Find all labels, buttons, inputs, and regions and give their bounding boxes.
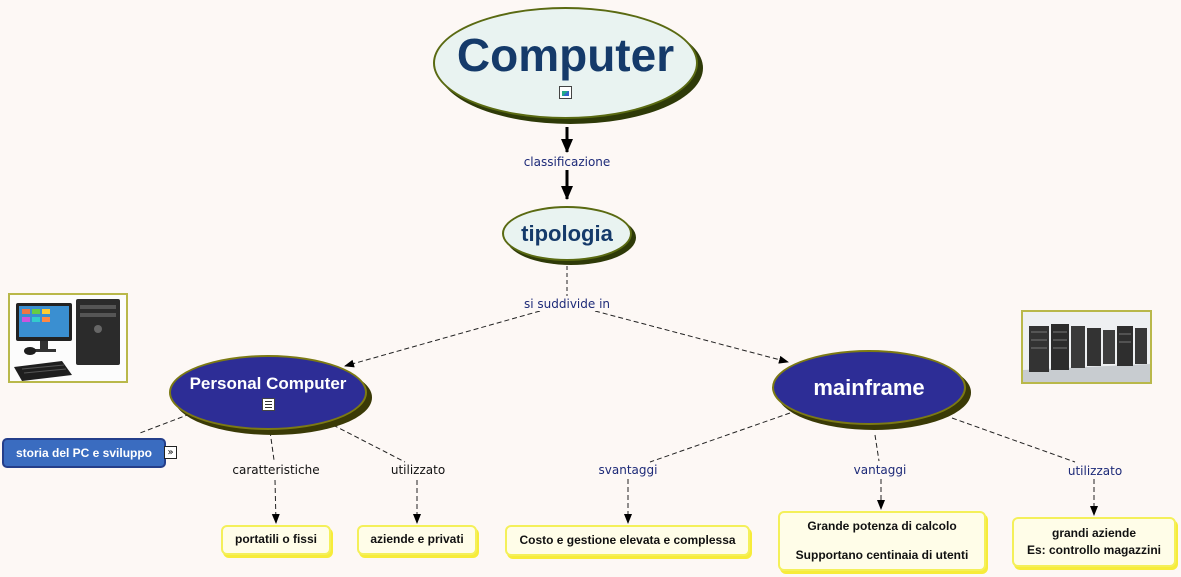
link-label-classificazione: classificazione [522, 155, 612, 169]
concept-grandi-aziende-label: grandi aziende [1051, 525, 1137, 540]
concept-portatili-label: portatili o fissi [234, 532, 317, 547]
concept-personal-computer-label: Personal Computer [189, 374, 347, 393]
concept-costo-gestione[interactable]: Costo e gestione elevata e complessa [505, 525, 750, 556]
concept-grandi-aziende[interactable]: grandi aziende Es: controllo magazzini [1012, 517, 1176, 567]
concept-portatili-o-fissi[interactable]: portatili o fissi [221, 525, 331, 555]
concept-grande-potenza-label: Grande potenza di calcolo [807, 518, 957, 533]
link-label-utilizzato-pc: utilizzato [389, 463, 447, 477]
concept-controllo-label: Es: controllo magazzini [1026, 543, 1161, 557]
concept-costo-label: Costo e gestione elevata e complessa [519, 532, 736, 547]
concept-tipologia-label: tipologia [521, 220, 613, 246]
double-arrow-icon[interactable]: » [164, 446, 177, 459]
link-label-caratteristiche: caratteristiche [231, 463, 321, 477]
concept-mainframe-label: mainframe [813, 374, 925, 400]
concept-supportano-label: Supportano centinaia di utenti [795, 548, 969, 562]
concept-mainframe[interactable]: mainframe [772, 350, 966, 425]
concept-grande-potenza[interactable]: Grande potenza di calcolo Supportano cen… [778, 511, 986, 571]
desktop-pc-image [8, 293, 128, 383]
concept-storia-del-pc[interactable]: storia del PC e sviluppo [2, 438, 166, 468]
concept-storia-label: storia del PC e sviluppo [15, 446, 153, 460]
link-label-vantaggi: vantaggi [852, 463, 908, 477]
concept-computer[interactable]: Computer [433, 7, 698, 119]
concept-aziende-e-privati[interactable]: aziende e privati [357, 525, 477, 555]
document-icon[interactable] [261, 398, 275, 411]
concept-tipologia[interactable]: tipologia [502, 206, 632, 261]
server-room-image [1021, 310, 1152, 384]
link-label-si-suddivide-in: si suddivide in [522, 297, 612, 311]
link-label-svantaggi: svantaggi [597, 463, 659, 477]
concept-computer-label: Computer [456, 28, 675, 81]
link-label-utilizzato-mainframe: utilizzato [1066, 464, 1124, 478]
concept-aziende-label: aziende e privati [370, 532, 464, 547]
image-icon[interactable] [559, 85, 572, 99]
concept-personal-computer[interactable]: Personal Computer [169, 355, 367, 430]
